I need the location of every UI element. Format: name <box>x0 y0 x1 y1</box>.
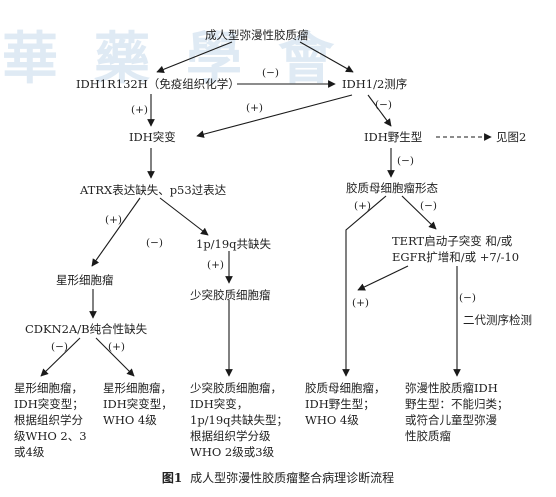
edge-seq-to-idh-wt <box>367 94 392 127</box>
edge-gbm-to-tert <box>401 195 437 230</box>
outcome-astrocytoma-grade-4: 星形细胞瘤， IDH突变型， WHO 4级 <box>103 381 173 427</box>
flowchart-connectors <box>40 41 492 377</box>
node-idh1-r132h-ihc: IDH1R132H（免疫组织化学） <box>76 77 240 91</box>
outcome-diffuse-glioma-nos: 弥漫性胶质瘤IDH 野生型：不能归类； 或符合儿童型弥漫 性胶质瘤 <box>405 381 509 443</box>
node-tert-egfr: TERT启动子突变 和/或 EGFR扩增和/或 +7/-10 <box>392 234 520 264</box>
label-positive: (+) <box>354 200 371 212</box>
edge-root-to-ihc <box>156 41 233 74</box>
watermark-graphic: 華藥學會 <box>2 26 370 92</box>
label-positive: (+) <box>108 341 125 353</box>
edge-seq-to-idh-mut <box>196 94 353 138</box>
label-negative: (−) <box>459 292 476 304</box>
outcome-glioblastoma-idh-wt: 胶质母细胞瘤， IDH野生型； WHO 4级 <box>305 381 386 427</box>
node-idh-mutant: IDH突变 <box>129 130 176 144</box>
label-negative: (−) <box>397 155 414 167</box>
outcome-astrocytoma-grade-2-3-4: 星形细胞瘤， IDH突变型； 根据组织学分 级WHO 2、3 或4级 <box>14 381 87 459</box>
label-negative: (−) <box>146 237 163 249</box>
label-negative: (−) <box>420 200 437 212</box>
node-ngs-testing: 二代测序检测 <box>463 313 532 327</box>
label-positive: (+) <box>352 297 369 309</box>
svg-text:華藥學會: 華藥學會 <box>2 26 370 92</box>
edge-cdkn-to-astro-4 <box>95 337 135 377</box>
edge-atrx-to-codel <box>159 197 209 236</box>
outcome-oligodendroglioma: 少突胶质细胞瘤， IDH突变， 1p/19q共缺失型； 根据组织学分级 WHO … <box>190 381 289 459</box>
figure-label: 图1 <box>161 471 183 485</box>
label-positive: (+) <box>105 214 122 226</box>
node-atrx-p53: ATRX表达缺失、p53过表达 <box>80 183 227 197</box>
edge-root-to-seq <box>299 41 354 73</box>
node-1p19q-codeletion: 1p/19q共缺失 <box>196 237 272 251</box>
label-positive: (+) <box>207 259 224 271</box>
figure-caption: 图1 成人型弥漫性胶质瘤整合病理诊断流程 <box>0 469 556 486</box>
label-negative: (−) <box>262 67 279 79</box>
node-idh-wildtype: IDH野生型 <box>364 130 423 144</box>
node-adult-diffuse-glioma: 成人型弥漫性胶质瘤 <box>205 28 309 42</box>
label-negative: (−) <box>51 341 68 353</box>
label-positive: (+) <box>246 102 263 114</box>
label-negative: (−) <box>375 99 392 111</box>
node-astrocytoma: 星形细胞瘤 <box>56 273 114 287</box>
edge-tert-to-out-gbm <box>357 265 409 291</box>
node-gbm-morphology: 胶质母细胞瘤形态 <box>346 181 438 195</box>
watermark: 華藥學會 <box>0 0 556 148</box>
node-idh-sequencing: IDH1/2测序 <box>342 77 408 91</box>
node-oligodendroglioma: 少突胶质细胞瘤 <box>190 288 271 302</box>
node-cdkn2ab-deletion: CDKN2A/B纯合性缺失 <box>25 322 148 336</box>
edge-atrx-to-astro <box>91 197 141 267</box>
edge-gbm-to-out-gbm <box>342 195 387 377</box>
edge-cdkn-to-astro-low <box>40 337 81 377</box>
node-see-figure-2: 见图2 <box>496 130 527 144</box>
figure-title: 成人型弥漫性胶质瘤整合病理诊断流程 <box>190 471 395 485</box>
label-positive: (+) <box>131 104 148 116</box>
